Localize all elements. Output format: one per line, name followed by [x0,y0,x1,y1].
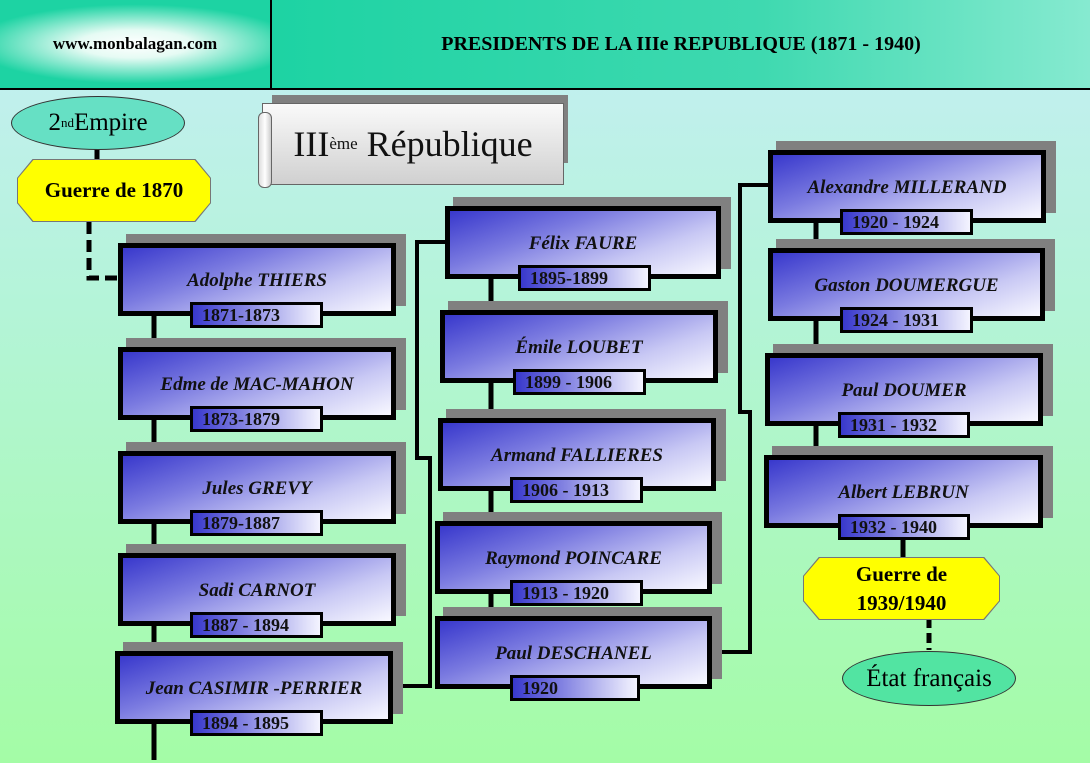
etat-francais-ellipse: État français [842,651,1016,706]
president-name: Félix FAURE [528,233,638,254]
president-term: 1920 - 1924 [840,209,973,235]
regime-number: 2 [48,109,61,136]
president-term: 1887 - 1894 [190,612,323,638]
banner-main: III [293,124,330,164]
banner-sup: ème [329,134,358,153]
president-term: 1931 - 1932 [838,412,970,438]
war-1939-line2: 1939/1940 [856,590,947,615]
connector-war-thiers [86,222,118,281]
president-name: Gaston DOUMERGUE [814,275,999,296]
president-term: 1906 - 1913 [510,477,643,503]
president-term: 1899 - 1906 [513,369,646,395]
president-term: 1879-1887 [190,510,323,536]
president-term: 1920 [510,675,640,701]
president-name: Edme de MAC-MAHON [160,374,354,395]
regime-sup: nd [60,115,74,130]
president-term: 1913 - 1920 [510,580,643,606]
president-term: 1894 - 1895 [190,710,323,736]
president-name: Paul DOUMER [841,380,967,401]
president-box: Alexandre MILLERAND [768,150,1046,223]
president-term: 1871-1873 [190,302,323,328]
connector-col2-col3 [712,183,768,654]
president-name: Émile LOUBET [515,337,643,358]
president-term: 1924 - 1931 [840,307,973,333]
war-1870-box: Guerre de 1870 [18,160,210,221]
president-name: Paul DESCHANEL [495,643,652,664]
banner-rest: République [357,124,533,164]
president-name: Jules GREVY [202,478,312,499]
president-name: Jean CASIMIR -PERRIER [145,678,363,699]
war-1939-line1: Guerre de [855,561,948,586]
president-name: Armand FALLIERES [491,445,663,466]
header: www.monbalagan.com PRESIDENTS DE LA IIIe… [0,0,1090,90]
president-name: Alexandre MILLERAND [807,177,1007,198]
connector-col1-col2 [396,240,445,688]
scroll-roll-icon [258,112,272,188]
president-term: 1895-1899 [518,265,651,291]
regime-label: Empire [73,109,148,136]
president-name: Albert LEBRUN [838,482,969,503]
president-box: Jean CASIMIR -PERRIER [115,651,393,724]
president-name: Sadi CARNOT [198,580,316,601]
page-title: PRESIDENTS DE LA IIIe REPUBLIQUE (1871 -… [272,0,1090,88]
site-name[interactable]: www.monbalagan.com [0,0,272,88]
war-1939-box: Guerre de 1939/1940 [804,558,999,619]
president-term: 1932 - 1940 [838,514,970,540]
president-term: 1873-1879 [190,406,323,432]
president-name: Raymond POINCARE [485,548,662,569]
president-name: Adolphe THIERS [187,270,327,291]
